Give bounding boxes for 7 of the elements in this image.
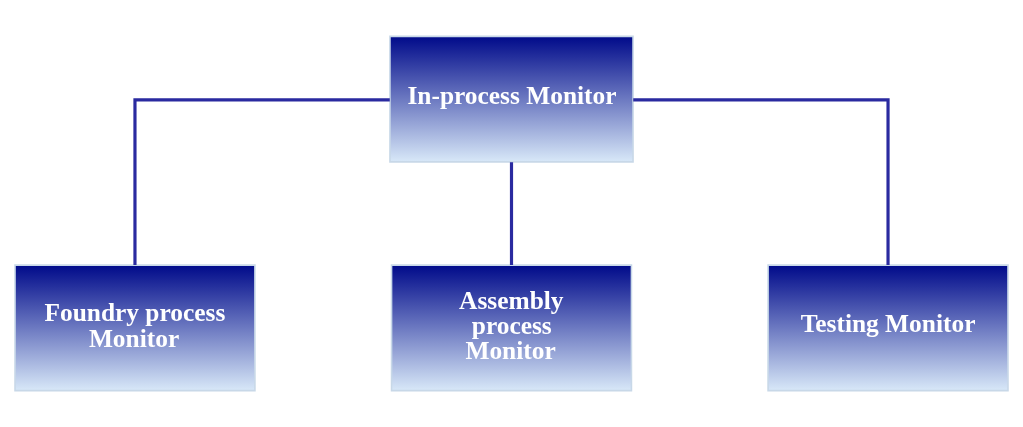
node-box: Foundry process Monitor	[14, 264, 256, 392]
node-box: Testing Monitor	[767, 264, 1009, 392]
node-box: Assembly process Monitor	[390, 264, 633, 392]
connector	[509, 162, 514, 265]
connector	[133, 98, 390, 265]
node-box: In-process Monitor	[389, 35, 634, 163]
connector	[633, 98, 890, 265]
